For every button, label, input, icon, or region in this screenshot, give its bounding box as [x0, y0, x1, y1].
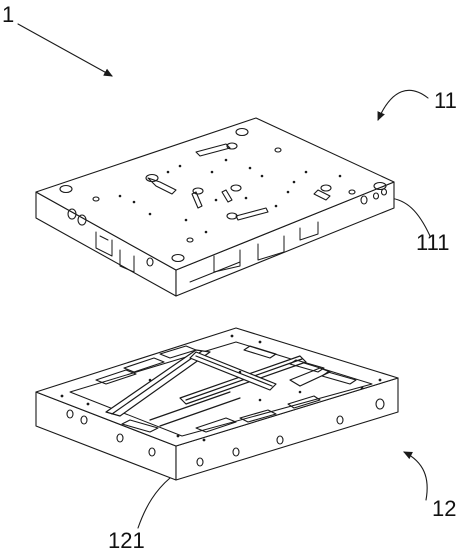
upper-plate-bolt-holes: [118, 158, 342, 234]
lower-mold-plate: [35, 327, 399, 481]
upper-plate-corner-holes: [59, 127, 387, 263]
assembly-arrow: [17, 23, 113, 77]
lower-plate-leader: [137, 477, 171, 529]
upper-plate-slots: [145, 142, 332, 221]
leader-lines: [17, 23, 431, 529]
lower-plate-rails: [105, 349, 331, 427]
upper-mold-plate: [35, 117, 395, 297]
upper-mold-arrow: [377, 89, 429, 121]
lower-plate-front-holes: [66, 398, 385, 467]
upper-plate-front-holes: [67, 188, 388, 267]
upper-plate-underside: [95, 221, 319, 283]
lower-mold-ref-label: 12: [432, 496, 457, 521]
lower-plate-bolt-holes: [60, 334, 382, 442]
assembly-ref-label: 1: [2, 2, 15, 27]
upper-plate-top-face: [35, 117, 395, 271]
lower-plate-cavity: [69, 341, 373, 437]
lower-mold-arrow: [403, 451, 428, 501]
upper-mold-ref-label: 11: [434, 88, 457, 113]
lower-plate-blocks: [95, 345, 357, 433]
upper-plate-ref-label: 111: [416, 230, 450, 255]
lower-plate-ref-label: 121: [108, 528, 145, 553]
